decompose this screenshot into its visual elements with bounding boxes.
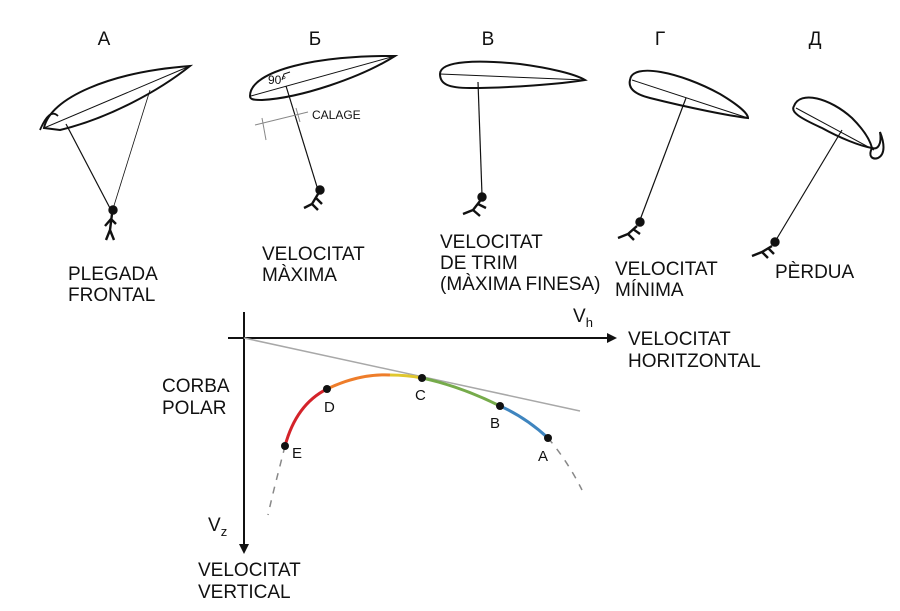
desc-b-line1: VELOCITAT bbox=[262, 244, 365, 265]
column-letter-b: Б bbox=[309, 29, 321, 50]
column-letter-a: А bbox=[98, 29, 111, 50]
glider-trim-speed bbox=[438, 60, 588, 217]
polar-point-a bbox=[544, 434, 552, 442]
polar-segment-green bbox=[421, 376, 501, 408]
polar-point-e bbox=[281, 442, 289, 450]
polar-point-c bbox=[418, 374, 426, 382]
polar-point-d bbox=[323, 385, 331, 393]
desc-a-line2: FRONTAL bbox=[68, 285, 155, 306]
polar-title-line1: CORBA bbox=[162, 376, 230, 397]
v-axis-label-line1: VELOCITAT bbox=[198, 560, 301, 581]
polar-segment-red bbox=[283, 387, 328, 447]
desc-d-line1: VELOCITAT bbox=[615, 259, 718, 280]
angle-label: 90° bbox=[268, 73, 286, 87]
polar-label-a: A bbox=[538, 448, 548, 465]
polar-extension-left bbox=[267, 445, 286, 516]
desc-e-line1: PÈRDUA bbox=[775, 262, 855, 283]
calage-label: CALAGE bbox=[312, 108, 361, 122]
polar-point-b bbox=[496, 402, 504, 410]
desc-c-line1: VELOCITAT bbox=[440, 232, 543, 253]
glider-max-speed bbox=[248, 54, 399, 211]
polar-segment-orange bbox=[326, 373, 391, 391]
polar-label-e: E bbox=[292, 445, 302, 462]
polar-label-d: D bbox=[324, 399, 335, 416]
h-axis-label-line1: VELOCITAT bbox=[628, 329, 731, 350]
polar-extension-right bbox=[547, 437, 583, 491]
desc-c-line3: (MÀXIMA FINESA) bbox=[440, 274, 600, 295]
glider-min-speed bbox=[617, 69, 750, 241]
column-letter-e: Д bbox=[809, 29, 822, 50]
polar-label-b: B bbox=[490, 415, 500, 432]
glider-frontal-collapse bbox=[39, 64, 194, 241]
polar-segment-blue bbox=[499, 404, 550, 440]
v-axis-label-line2: VERTICAL bbox=[198, 582, 291, 603]
pilot-figure bbox=[104, 205, 118, 241]
desc-a-line1: PLEGADA bbox=[68, 264, 158, 285]
polar-label-c: C bbox=[415, 387, 426, 404]
glider-stall bbox=[751, 96, 885, 259]
column-letter-c: В bbox=[482, 29, 495, 50]
desc-b-line2: MÀXIMA bbox=[262, 265, 337, 286]
h-axis-label-line2: HORITZONTAL bbox=[628, 351, 761, 372]
desc-c-line2: DE TRIM bbox=[440, 253, 518, 274]
polar-title-line2: POLAR bbox=[162, 398, 226, 419]
h-axis-symbol: Vh bbox=[573, 306, 593, 330]
v-axis-symbol: Vz bbox=[208, 515, 227, 539]
column-letter-d: Г bbox=[655, 29, 665, 50]
desc-d-line2: MÍNIMA bbox=[615, 280, 684, 301]
tangent-line bbox=[243, 337, 581, 412]
